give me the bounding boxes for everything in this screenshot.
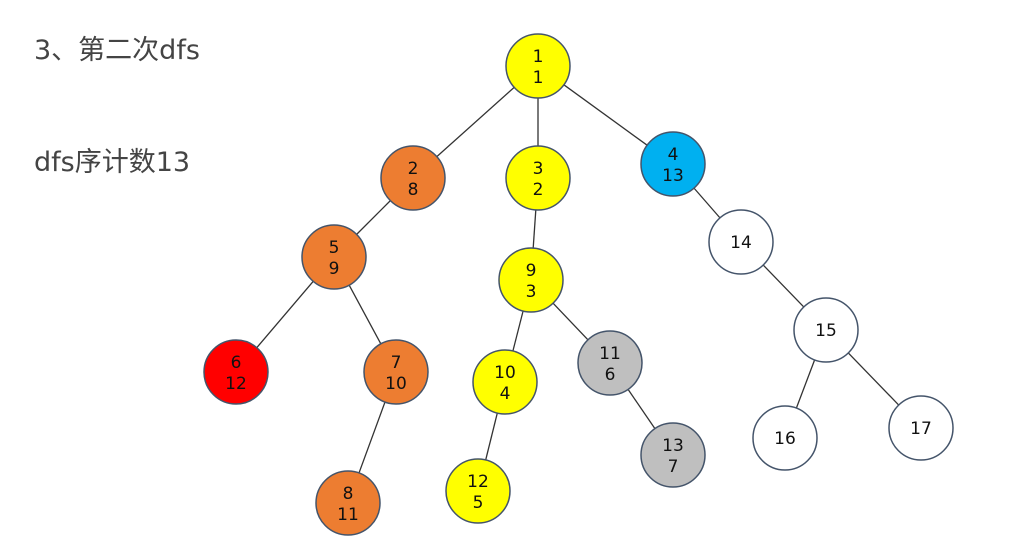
tree-node-11: 116 [577,330,643,396]
node-id-label: 9 [526,261,537,281]
tree-node-5: 59 [301,224,367,290]
tree-node-13: 137 [640,422,706,488]
node-circle [363,339,429,405]
edge-4-14 [693,187,721,219]
node-circle [498,247,564,313]
tree-node-2: 28 [380,145,446,211]
node-circle [315,470,381,536]
node-id-label: 6 [231,353,242,373]
node-circle [708,209,774,275]
edge-7-8 [358,401,386,474]
node-id-label: 7 [391,353,402,373]
node-dfs-order-label: 7 [668,457,679,477]
node-circle [472,349,538,415]
node-dfs-order-label: 6 [605,365,616,385]
tree-node-8: 811 [315,470,381,536]
node-circle [445,458,511,524]
node-id-label: 5 [329,238,340,258]
node-circle [888,395,954,461]
node-id-label: 2 [408,159,419,179]
tree-edges [256,84,900,474]
node-id-label: 12 [467,472,489,492]
tree-node-17: 17 [888,395,954,461]
node-dfs-order-label: 2 [533,180,544,200]
node-dfs-order-label: 3 [526,282,537,302]
edge-9-11 [552,302,589,341]
edge-5-6 [256,280,314,349]
tree-node-9: 93 [498,247,564,313]
node-circle [505,33,571,99]
tree-node-4: 413 [640,131,706,197]
node-dfs-order-label: 11 [337,505,359,525]
tree-node-10: 104 [472,349,538,415]
tree-node-12: 125 [445,458,511,524]
node-id-label: 13 [662,436,684,456]
tree-node-6: 612 [203,339,269,405]
node-circle [640,422,706,488]
node-id-label: 17 [910,419,932,439]
node-id-label: 1 [533,47,544,67]
node-circle [380,145,446,211]
edge-15-16 [795,359,816,409]
node-id-label: 8 [343,484,354,504]
node-circle [640,131,706,197]
dfs-counter-label: dfs序计数13 [34,147,191,178]
tree-nodes: 1128324135961271081193104116125137141516… [203,33,954,536]
tree-node-1: 11 [505,33,571,99]
edge-15-17 [847,352,900,406]
edge-2-5 [356,200,391,235]
edge-3-9 [532,209,537,249]
edge-1-4 [563,84,648,146]
node-dfs-order-label: 13 [662,166,684,186]
node-dfs-order-label: 12 [225,374,247,394]
node-circle [505,145,571,211]
node-id-label: 4 [668,145,679,165]
node-id-label: 15 [815,321,837,341]
node-dfs-order-label: 9 [329,259,340,279]
node-circle [752,405,818,471]
tree-node-15: 15 [793,297,859,363]
node-dfs-order-label: 8 [408,180,419,200]
node-dfs-order-label: 10 [385,374,407,394]
node-id-label: 3 [533,159,544,179]
slide-title: 3、第二次dfs [34,35,200,66]
node-circle [577,330,643,396]
node-dfs-order-label: 4 [500,384,511,404]
node-circle [203,339,269,405]
node-circle [301,224,367,290]
edge-5-7 [348,284,382,345]
edge-11-13 [627,389,656,429]
node-id-label: 10 [494,363,516,383]
tree-node-3: 32 [505,145,571,211]
node-id-label: 16 [774,429,796,449]
node-id-label: 11 [599,344,621,364]
node-dfs-order-label: 1 [533,68,544,88]
edge-14-15 [762,264,805,308]
edge-9-10 [512,310,524,352]
tree-node-7: 710 [363,339,429,405]
node-dfs-order-label: 5 [473,493,484,513]
tree-node-16: 16 [752,405,818,471]
tree-node-14: 14 [708,209,774,275]
edge-10-12 [485,412,498,461]
edge-1-2 [436,86,515,158]
node-circle [793,297,859,363]
node-id-label: 14 [730,233,752,253]
